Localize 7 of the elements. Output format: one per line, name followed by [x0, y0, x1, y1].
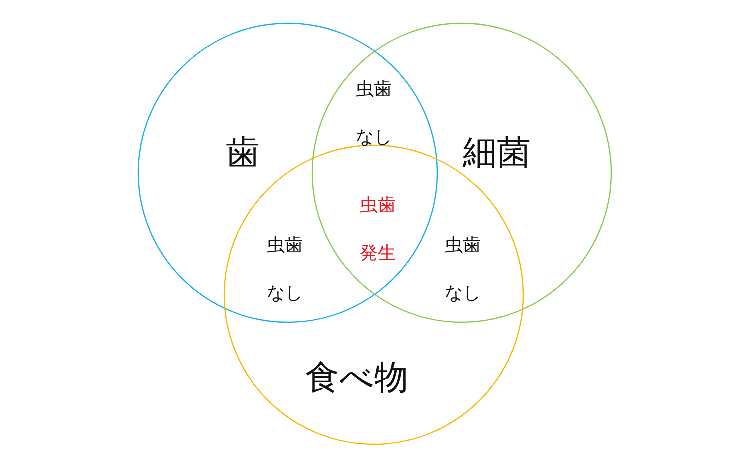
overlap-label: 虫歯なし [444, 234, 482, 306]
overlap-label: 虫歯なし [266, 234, 304, 306]
overlap-label: 虫歯なし [355, 78, 393, 150]
set-label: 食べ物 [306, 357, 408, 400]
overlap-label: 虫歯発生 [359, 194, 397, 266]
set-label: 細菌 [463, 132, 531, 175]
set-label: 歯 [226, 132, 260, 175]
